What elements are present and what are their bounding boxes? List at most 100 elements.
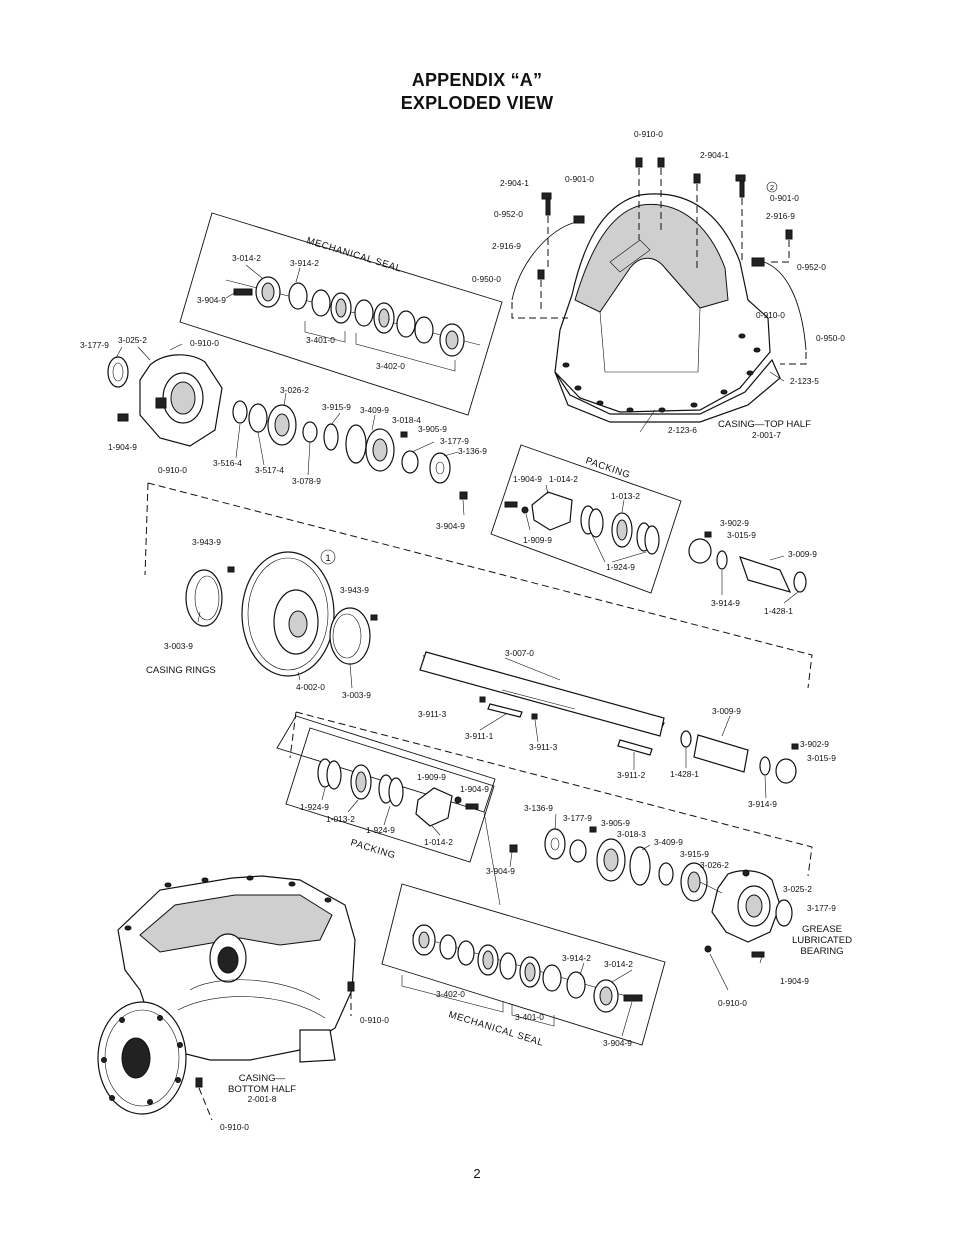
part-label: 3-516-4 xyxy=(213,458,242,468)
part-label: 3-025-2 xyxy=(783,884,812,894)
packing-top-parts xyxy=(521,491,807,593)
mechanical-seal-top-parts xyxy=(225,276,481,372)
part-label: 1-904-9 xyxy=(513,474,542,484)
part-label: 1-924-9 xyxy=(606,562,635,572)
part-label: 3-009-9 xyxy=(712,706,741,716)
part-label: 0-910-0 xyxy=(360,1015,389,1025)
part-label: 0-910-0 xyxy=(190,338,219,348)
part-label: 1-014-2 xyxy=(549,474,578,484)
packing-top-caption: PACKING xyxy=(584,455,632,481)
part-label: 2-123-5 xyxy=(790,376,819,386)
part-label: 0-910-0 xyxy=(718,998,747,1008)
part-label: 3-911-1 xyxy=(465,731,494,741)
part-label: 3-026-2 xyxy=(700,860,729,870)
part-label: 3-401-0 xyxy=(306,335,335,345)
part-label: 3-904-9 xyxy=(486,866,515,876)
casing-bottom-half xyxy=(97,875,356,1121)
part-label: 1-428-1 xyxy=(764,606,793,616)
packing-bottom-parts xyxy=(317,758,479,827)
part-number-labels: 0-910-02-904-10-901-02-904-10-901-00-952… xyxy=(80,129,845,1132)
casing-top-half-caption: CASING—TOP HALF xyxy=(718,419,811,430)
part-label: 3-943-9 xyxy=(340,585,369,595)
part-label: 1-904-9 xyxy=(108,442,137,452)
part-label: 3-177-9 xyxy=(440,436,469,446)
part-label: 3-914-9 xyxy=(748,799,777,809)
part-label: 3-904-9 xyxy=(603,1038,632,1048)
part-label: 3-015-9 xyxy=(807,753,836,763)
page-title-line-1: APPENDIX “A” xyxy=(411,70,543,90)
part-label: 0-952-0 xyxy=(797,262,826,272)
part-label: 3-902-9 xyxy=(800,739,829,749)
part-label: 3-914-9 xyxy=(711,598,740,608)
packing-top-panel xyxy=(490,444,682,594)
part-label: 4-002-0 xyxy=(296,682,325,692)
part-label: 2-916-9 xyxy=(766,211,795,221)
part-label: 0-950-0 xyxy=(472,274,501,284)
part-label: 3-911-3 xyxy=(529,742,558,752)
part-label: 1-909-9 xyxy=(417,772,446,782)
grease-caption-3: BEARING xyxy=(800,946,843,957)
part-label: 2-123-6 xyxy=(668,425,697,435)
part-label: 3-904-9 xyxy=(197,295,226,305)
part-label: 0-952-0 xyxy=(494,209,523,219)
shaft-group xyxy=(419,651,799,784)
part-label: 3-003-9 xyxy=(342,690,371,700)
part-label: 3-943-9 xyxy=(192,537,221,547)
part-label: 3-018-3 xyxy=(617,829,646,839)
part-label: 3-177-9 xyxy=(807,903,836,913)
part-label: 3-915-9 xyxy=(322,402,351,412)
part-label: 3-401-0 xyxy=(515,1012,544,1022)
casing-top-half xyxy=(554,193,781,423)
page-number: 2 xyxy=(473,1166,481,1181)
mechanical-seal-top-caption: MECHANICAL SEAL xyxy=(305,235,403,274)
part-label: 3-078-9 xyxy=(292,476,321,486)
part-label: 3-904-9 xyxy=(436,521,465,531)
casing-bottom-number: 2-001-8 xyxy=(248,1094,277,1104)
part-label: 1-013-2 xyxy=(326,814,355,824)
part-label: 3-905-9 xyxy=(418,424,447,434)
part-label: 3-014-2 xyxy=(232,253,261,263)
part-label: 0-901-0 xyxy=(770,193,799,203)
part-label: 3-177-9 xyxy=(563,813,592,823)
part-label: 2-904-1 xyxy=(500,178,529,188)
casing-rings-caption: CASING RINGS xyxy=(146,665,216,676)
part-label: 2-916-9 xyxy=(492,241,521,251)
callout-1: 1 xyxy=(325,553,330,564)
leader-lines xyxy=(115,264,799,1037)
upper-bearing-group xyxy=(107,354,518,508)
part-label: 3-902-9 xyxy=(720,518,749,528)
assembly-lower-left-edge xyxy=(289,711,297,759)
packing-bottom-leader xyxy=(483,811,501,906)
part-label: 3-177-9 xyxy=(80,340,109,350)
part-label: 3-409-9 xyxy=(360,405,389,415)
casing-top-half-number: 2-001-7 xyxy=(752,430,781,440)
grease-caption-1: GREASE xyxy=(802,924,842,935)
top-half-fasteners xyxy=(511,157,807,365)
grease-caption-2: LUBRICATED xyxy=(792,935,852,946)
part-label: 3-009-9 xyxy=(788,549,817,559)
part-label: 3-911-2 xyxy=(617,770,646,780)
packing-bottom-caption: PACKING xyxy=(349,837,397,861)
part-label: 3-915-9 xyxy=(680,849,709,859)
part-label: 2-904-1 xyxy=(700,150,729,160)
lower-bearing-group xyxy=(509,826,793,958)
part-label: 3-914-2 xyxy=(290,258,319,268)
impeller-group xyxy=(185,551,378,677)
part-label: 1-904-9 xyxy=(780,976,809,986)
packing-bottom-panel xyxy=(285,727,495,863)
part-label: 3-025-2 xyxy=(118,335,147,345)
part-label: 1-924-9 xyxy=(300,802,329,812)
part-label: 1-904-9 xyxy=(460,784,489,794)
part-label: 3-905-9 xyxy=(601,818,630,828)
part-label: 1-428-1 xyxy=(670,769,699,779)
part-label: 0-950-0 xyxy=(816,333,845,343)
part-label: 0-910-0 xyxy=(634,129,663,139)
part-label: 3-007-0 xyxy=(505,648,534,658)
part-label: 3-517-4 xyxy=(255,465,284,475)
assembly-upper-left-edge xyxy=(144,482,149,576)
part-label: 3-018-4 xyxy=(392,415,421,425)
casing-bottom-caption-2: BOTTOM HALF xyxy=(228,1084,296,1095)
casing-bottom-caption-1: CASING— xyxy=(239,1073,286,1084)
part-label: 3-136-9 xyxy=(524,803,553,813)
